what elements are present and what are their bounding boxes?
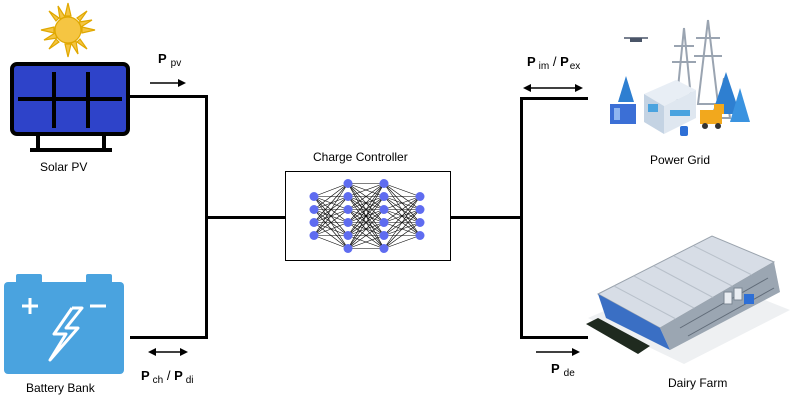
nn-edge bbox=[383, 235, 421, 249]
nn-node bbox=[343, 218, 353, 227]
demand-flow-arrow bbox=[536, 348, 580, 356]
controller-right-wire bbox=[451, 216, 523, 219]
charge-controller-label: Charge Controller bbox=[313, 150, 408, 164]
battery-bank-label: Battery Bank bbox=[26, 381, 95, 395]
nn-edge bbox=[347, 196, 385, 249]
nn-edge bbox=[313, 209, 349, 236]
nn-edge bbox=[313, 183, 349, 197]
nn-node bbox=[309, 192, 319, 201]
battery-icon bbox=[4, 274, 124, 374]
battery-flow-arrow bbox=[148, 348, 188, 356]
nn-node bbox=[309, 231, 319, 240]
nn-node bbox=[309, 218, 319, 227]
nn-node bbox=[379, 179, 389, 188]
nn-node bbox=[415, 218, 425, 227]
nn-node bbox=[343, 231, 353, 240]
nn-edge bbox=[347, 183, 385, 236]
farm-wire bbox=[520, 336, 588, 339]
nn-edge bbox=[313, 183, 349, 210]
nn-edge bbox=[313, 183, 349, 236]
controller-left-wire bbox=[205, 216, 285, 219]
nn-edge bbox=[313, 222, 349, 236]
nn-edge bbox=[313, 183, 349, 223]
nn-node bbox=[379, 231, 389, 240]
nn-node bbox=[343, 244, 353, 253]
nn-edge bbox=[347, 235, 385, 249]
neural-network-diagram bbox=[309, 179, 425, 253]
grid-flow-arrow bbox=[523, 84, 583, 92]
pv-flow-arrow bbox=[150, 79, 186, 87]
nn-edge bbox=[347, 183, 385, 197]
nn-edge bbox=[383, 183, 421, 197]
power-grid-label: Power Grid bbox=[650, 153, 711, 167]
nn-node bbox=[309, 205, 319, 214]
nn-node bbox=[379, 244, 389, 253]
nn-node bbox=[343, 192, 353, 201]
solar-panel-icon bbox=[10, 62, 130, 152]
dairy-farm-label: Dairy Farm bbox=[668, 376, 728, 390]
nn-edge bbox=[347, 183, 385, 249]
nn-edge bbox=[383, 209, 421, 249]
nn-edge bbox=[313, 235, 349, 249]
battery-wire bbox=[130, 336, 208, 339]
pv-wire bbox=[130, 95, 208, 98]
solar-pv-label: Solar PV bbox=[40, 160, 88, 174]
nn-edge bbox=[347, 183, 385, 223]
nn-node bbox=[343, 205, 353, 214]
right-bus bbox=[520, 97, 523, 339]
grid-wire bbox=[520, 97, 588, 100]
sun-icon bbox=[40, 2, 96, 58]
nn-node bbox=[379, 218, 389, 227]
charge-controller-box bbox=[285, 171, 451, 261]
nn-node bbox=[379, 205, 389, 214]
power-grid-illustration bbox=[610, 19, 750, 136]
nn-node bbox=[379, 192, 389, 201]
nn-edge bbox=[383, 196, 421, 236]
nn-edge bbox=[383, 196, 421, 210]
nn-node bbox=[415, 205, 425, 214]
nn-node bbox=[415, 231, 425, 240]
nn-node bbox=[343, 179, 353, 188]
nn-edge bbox=[383, 196, 421, 249]
nn-edge bbox=[347, 222, 385, 249]
nn-edge bbox=[383, 196, 421, 223]
nn-edge bbox=[383, 222, 421, 249]
nn-node bbox=[415, 192, 425, 201]
nn-edge bbox=[347, 183, 385, 210]
dairy-farm-illustration bbox=[586, 235, 790, 364]
nn-edge bbox=[313, 196, 349, 236]
nn-edge bbox=[347, 209, 385, 249]
